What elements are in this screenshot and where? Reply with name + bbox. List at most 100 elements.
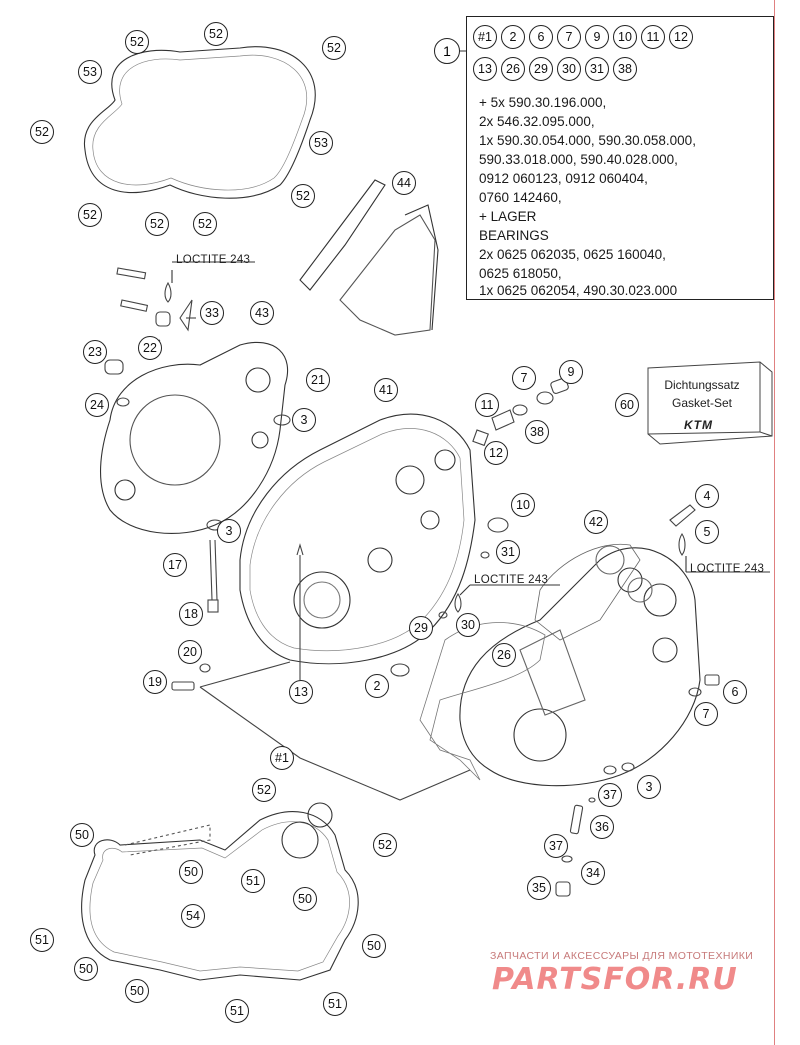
legend-part-chip: 10	[613, 25, 637, 49]
part-callout-53: 53	[78, 60, 102, 84]
part-callout-3: 3	[637, 775, 661, 799]
clutch-cover	[100, 341, 289, 534]
gasket-kit-box	[647, 361, 773, 445]
part-callout-10: 10	[511, 493, 535, 517]
part-callout-51: 51	[323, 992, 347, 1016]
legend-part-chip: #1	[473, 25, 497, 49]
part-callout-18: 18	[179, 602, 203, 626]
legend-part-chip: 11	[641, 25, 665, 49]
left-case-half	[239, 413, 476, 665]
clutch-cover-gasket	[81, 811, 359, 981]
part-callout-3: 3	[217, 519, 241, 543]
part-callout-24: 24	[85, 393, 109, 417]
part-callout-35: 35	[527, 876, 551, 900]
part-callout-20: 20	[178, 640, 202, 664]
part-callout-52: 52	[125, 30, 149, 54]
legend-part-chip: 9	[585, 25, 609, 49]
part-callout-60: 60	[615, 393, 639, 417]
loctite-label: LOCTITE 243	[474, 574, 549, 586]
legend-line: + LAGER	[479, 209, 537, 224]
part-callout-34: 34	[581, 861, 605, 885]
right-case-half	[459, 547, 701, 787]
part-callout-50: 50	[362, 934, 386, 958]
bracket-part	[299, 179, 386, 291]
gasket-kit-label-en: Gasket-Set	[671, 396, 733, 410]
part-callout-hash-1: #1	[270, 746, 294, 770]
part-callout-23: 23	[83, 340, 107, 364]
part-callout-19: 19	[143, 670, 167, 694]
part-callout-51: 51	[225, 999, 249, 1023]
legend-part-chip: 7	[557, 25, 581, 49]
part-callout-6: 6	[723, 680, 747, 704]
part-callout-17: 17	[163, 553, 187, 577]
part-callout-52: 52	[322, 36, 346, 60]
part-callout-53: 53	[309, 131, 333, 155]
part-callout-50: 50	[125, 979, 149, 1003]
ktm-logo: KTM	[684, 418, 713, 432]
legend-line: + 5x 590.30.196.000,	[479, 95, 607, 110]
part-callout-36: 36	[590, 815, 614, 839]
legend-line: 1x 590.30.054.000, 590.30.058.000,	[479, 133, 696, 148]
part-callout-52: 52	[204, 22, 228, 46]
part-callout-4: 4	[695, 484, 719, 508]
part-callout-5: 5	[695, 520, 719, 544]
legend-line: 590.33.018.000, 590.40.028.000,	[479, 152, 678, 167]
part-callout-52: 52	[252, 778, 276, 802]
part-callout-12: 12	[484, 441, 508, 465]
part-callout-52: 52	[373, 833, 397, 857]
part-callout-41: 41	[374, 378, 398, 402]
part-callout-52: 52	[193, 212, 217, 236]
part-callout-51: 51	[30, 928, 54, 952]
loctite-label: LOCTITE 243	[176, 254, 251, 266]
gasket-kit-label-de: Dichtungssatz	[664, 378, 740, 392]
parts-legend-box: #1 2 6 7 9 10 11 12 13 26 29 30 31 38 + …	[466, 16, 774, 300]
part-callout-26: 26	[492, 643, 516, 667]
legend-lead-callout: 1	[434, 38, 460, 64]
part-callout-42: 42	[584, 510, 608, 534]
part-callout-21: 21	[306, 368, 330, 392]
part-callout-33: 33	[200, 301, 224, 325]
legend-part-chip: 2	[501, 25, 525, 49]
legend-line: 2x 546.32.095.000,	[479, 114, 595, 129]
part-callout-52: 52	[291, 184, 315, 208]
part-callout-38: 38	[525, 420, 549, 444]
legend-part-chip: 12	[669, 25, 693, 49]
part-callout-22: 22	[138, 336, 162, 360]
part-callout-30: 30	[456, 613, 480, 637]
legend-line: BEARINGS	[479, 228, 549, 243]
loctite-label: LOCTITE 243	[690, 563, 765, 575]
part-callout-7: 7	[512, 366, 536, 390]
legend-line: 1x 0625 062054, 490.30.023.000	[479, 283, 678, 298]
legend-part-chip: 6	[529, 25, 553, 49]
ignition-cover-gasket	[83, 46, 316, 199]
part-callout-50: 50	[70, 823, 94, 847]
part-callout-7: 7	[694, 702, 718, 726]
legend-part-chip: 26	[501, 57, 525, 81]
legend-parts-row-1: #1 2 6 7 9 10 11 12	[473, 25, 693, 51]
part-callout-51: 51	[241, 869, 265, 893]
part-callout-43: 43	[250, 301, 274, 325]
part-callout-50: 50	[179, 860, 203, 884]
legend-part-chip: 30	[557, 57, 581, 81]
legend-part-chip: 31	[585, 57, 609, 81]
part-callout-37: 37	[544, 834, 568, 858]
legend-part-chip: 13	[473, 57, 497, 81]
part-callout-11: 11	[475, 393, 499, 417]
part-callout-29: 29	[409, 616, 433, 640]
legend-parts-row-2: 13 26 29 30 31 38	[473, 57, 637, 83]
part-callout-44: 44	[392, 171, 416, 195]
margin-line	[774, 0, 775, 1045]
watermark-caption: ЗАПЧАСТИ И АКСЕССУАРЫ ДЛЯ МОТОТЕХНИКИ	[490, 950, 754, 962]
part-callout-3: 3	[292, 408, 316, 432]
part-callout-54: 54	[181, 904, 205, 928]
part-callout-50: 50	[293, 887, 317, 911]
part-callout-52: 52	[145, 212, 169, 236]
legend-part-chip: 29	[529, 57, 553, 81]
part-callout-13: 13	[289, 680, 313, 704]
part-callout-37: 37	[598, 783, 622, 807]
legend-part-chip: 38	[613, 57, 637, 81]
watermark-logo: PARTSFOR.RU	[492, 962, 738, 997]
part-callout-9: 9	[559, 360, 583, 384]
